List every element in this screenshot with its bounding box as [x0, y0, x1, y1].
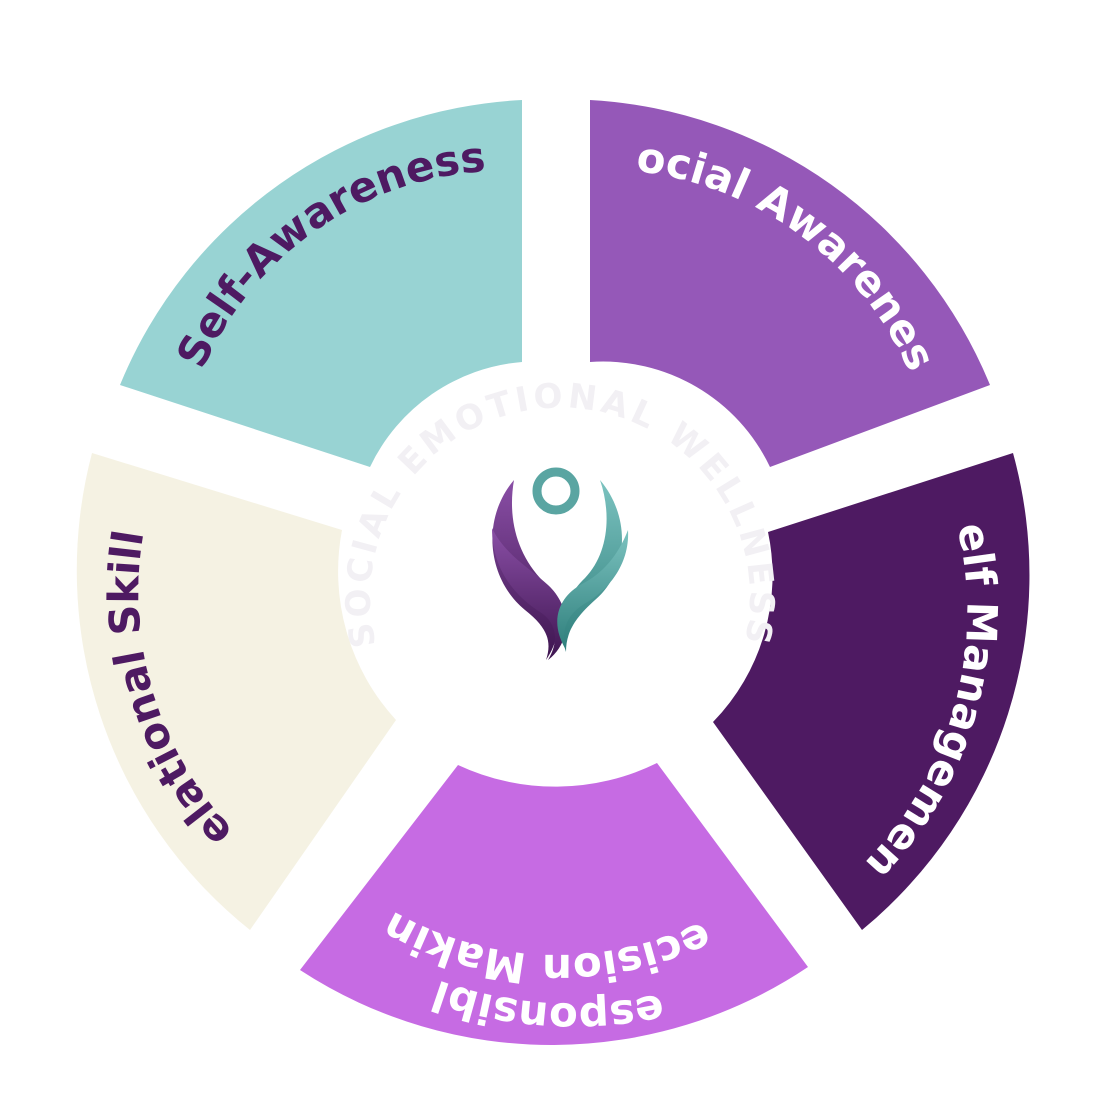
segment-self-management [713, 453, 1030, 930]
segment-social-awareness [590, 100, 990, 467]
segment-relational-skills [76, 453, 397, 930]
logo-leaf-left-inner [492, 528, 567, 660]
segment-responsible-decision-making [300, 763, 808, 1045]
sprouting-person-logo-icon [492, 467, 629, 660]
segment-self-awareness [120, 100, 522, 467]
logo-leaf-right-inner [557, 530, 629, 650]
logo-head [532, 467, 580, 515]
